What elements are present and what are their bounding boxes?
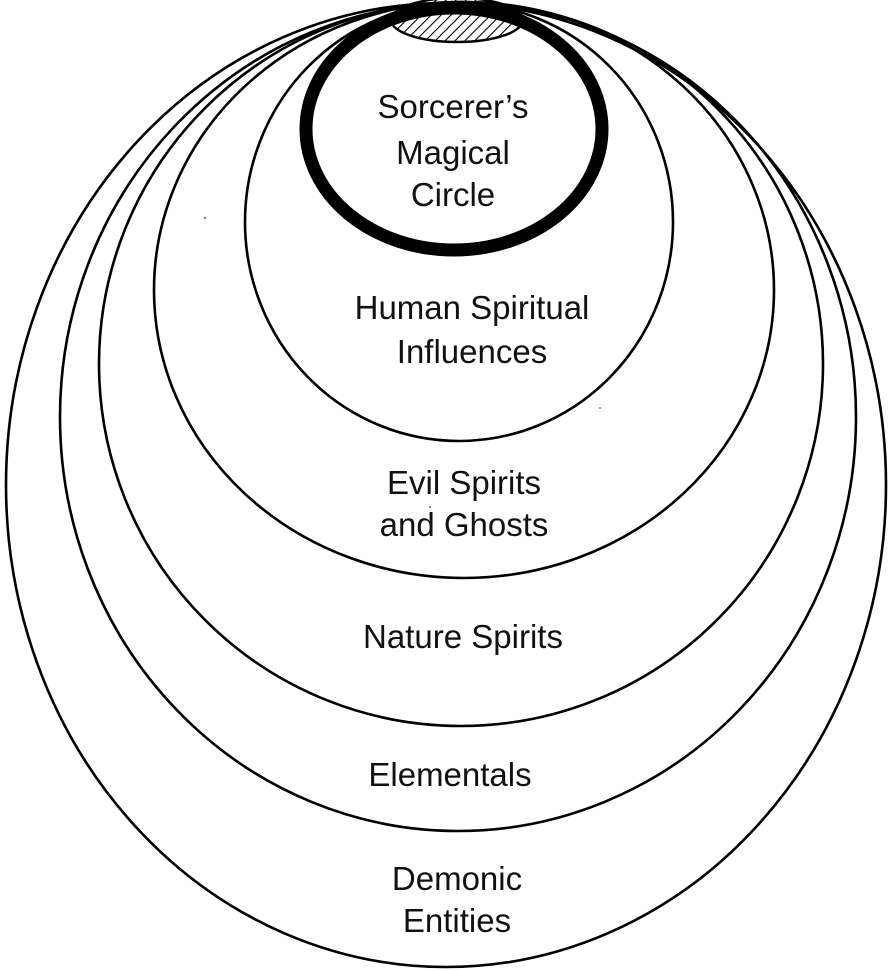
label-sorcerers-magical-circle-line3: Circle [411,176,495,213]
label-sorcerers-magical-circle-line1: Sorcerer’s [378,88,529,125]
label-sorcerers-magical-circle-line2: Magical [396,134,510,171]
label-demonic-entities-line2: Entities [403,902,511,939]
scan-speck [428,505,432,509]
hatched-top-shape [389,0,525,44]
ring-sorcerers-magical-circle [299,1,609,257]
label-human-spiritual-influences-line2: Influences [397,333,547,370]
label-evil-spirits-and-ghosts-line2: and Ghosts [380,506,549,543]
ring-elementals [58,1,858,833]
label-human-spiritual-influences-line1: Human Spiritual [355,289,590,326]
label-nature-spirits: Nature Spirits [363,618,563,655]
label-demonic-entities-line1: Demonic [392,860,522,897]
label-evil-spirits-and-ghosts-line1: Evil Spirits [387,464,541,501]
ring-human-spiritual-influences [243,1,675,443]
label-elementals: Elementals [368,756,531,793]
scan-speck [599,407,601,409]
scan-speck [203,216,207,220]
